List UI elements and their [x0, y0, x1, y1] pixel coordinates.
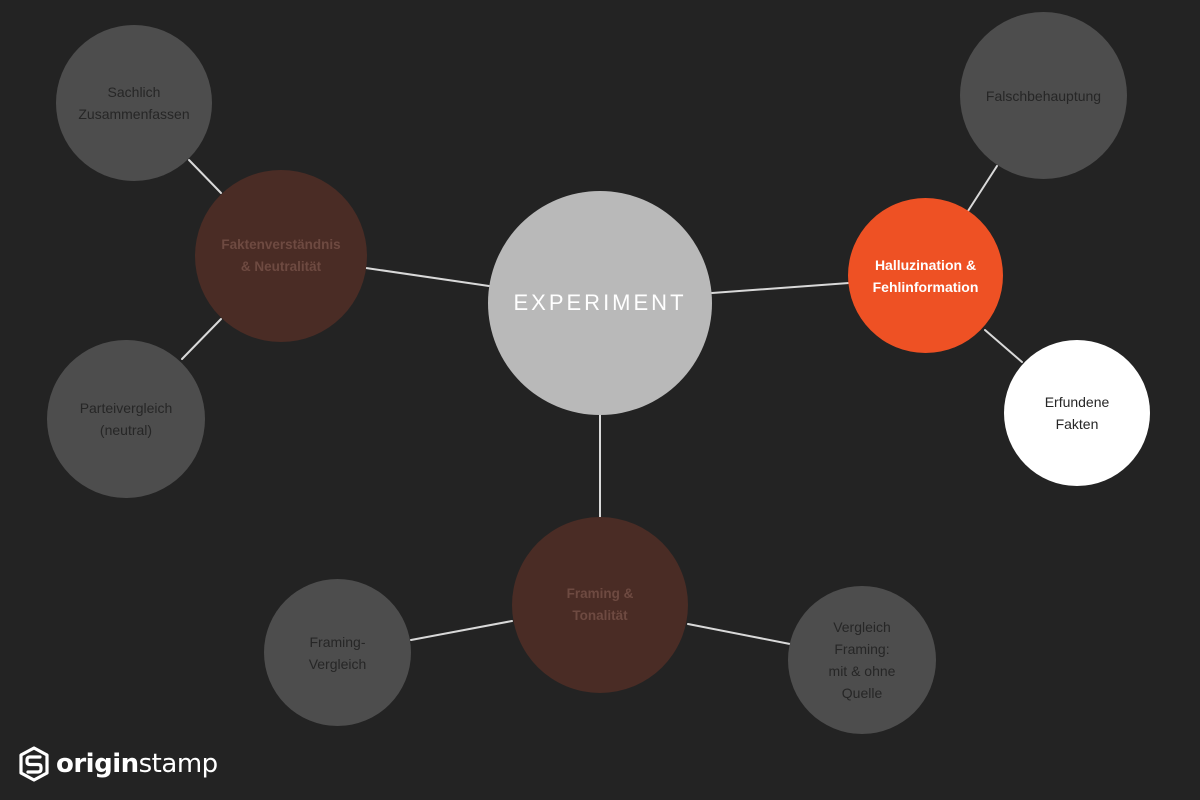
center-node-experiment: EXPERIMENT	[488, 191, 712, 415]
leaf-node-label: Erfundene Fakten	[1044, 394, 1110, 432]
brand-wordmark: originstamp	[56, 749, 218, 779]
leaf-node-sachlich-zusammenfassen: Sachlich Zusammenfassen	[56, 25, 212, 181]
link-halluzination-falschbehauptung	[967, 165, 998, 212]
leaf-node-erfundene-fakten: Erfundene Fakten	[1004, 340, 1150, 486]
brand-name-part2: stamp	[138, 749, 219, 779]
link-framing-vergleichquelle	[687, 623, 791, 645]
leaf-node-label: Parteivergleich (neutral)	[79, 400, 173, 438]
link-framing-framingvergleich	[410, 620, 513, 641]
originstamp-logo-icon	[19, 746, 49, 782]
link-center-faktenverstaendnis	[365, 267, 490, 287]
branch-node-label: Faktenverständnis & Neutralität	[221, 237, 341, 274]
link-faktenverstaendnis-parteivergleich	[181, 318, 222, 360]
branch-node-label: Halluzination & Fehlinformation	[872, 256, 979, 295]
leaf-node-parteivergleich: Parteivergleich (neutral)	[47, 340, 205, 498]
branch-node-framing: Framing & Tonalität	[512, 517, 688, 693]
brand-logo: originstamp	[18, 744, 218, 784]
branch-node-halluzination: Halluzination & Fehlinformation	[848, 198, 1003, 353]
link-halluzination-erfundene	[984, 329, 1023, 363]
link-center-halluzination	[711, 282, 850, 294]
branch-node-label: Framing & Tonalität	[566, 586, 634, 623]
brand-name-part1: origin	[56, 749, 139, 779]
leaf-node-vergleich-framing-quelle: Vergleich Framing: mit & ohne Quelle	[788, 586, 936, 734]
center-node-label: EXPERIMENT	[513, 290, 687, 315]
leaf-node-label: Vergleich Framing: mit & ohne Quelle	[828, 619, 896, 701]
leaf-node-label: Falschbehauptung	[985, 87, 1102, 104]
branch-node-faktenverstaendnis: Faktenverständnis & Neutralität	[195, 170, 367, 342]
link-faktenverstaendnis-sachlich	[188, 159, 222, 194]
leaf-node-falschbehauptung: Falschbehauptung	[960, 12, 1127, 179]
leaf-node-label: Sachlich Zusammenfassen	[78, 84, 190, 122]
leaf-node-framing-vergleich: Framing- Vergleich	[264, 579, 411, 726]
leaf-node-label: Framing- Vergleich	[308, 633, 367, 672]
